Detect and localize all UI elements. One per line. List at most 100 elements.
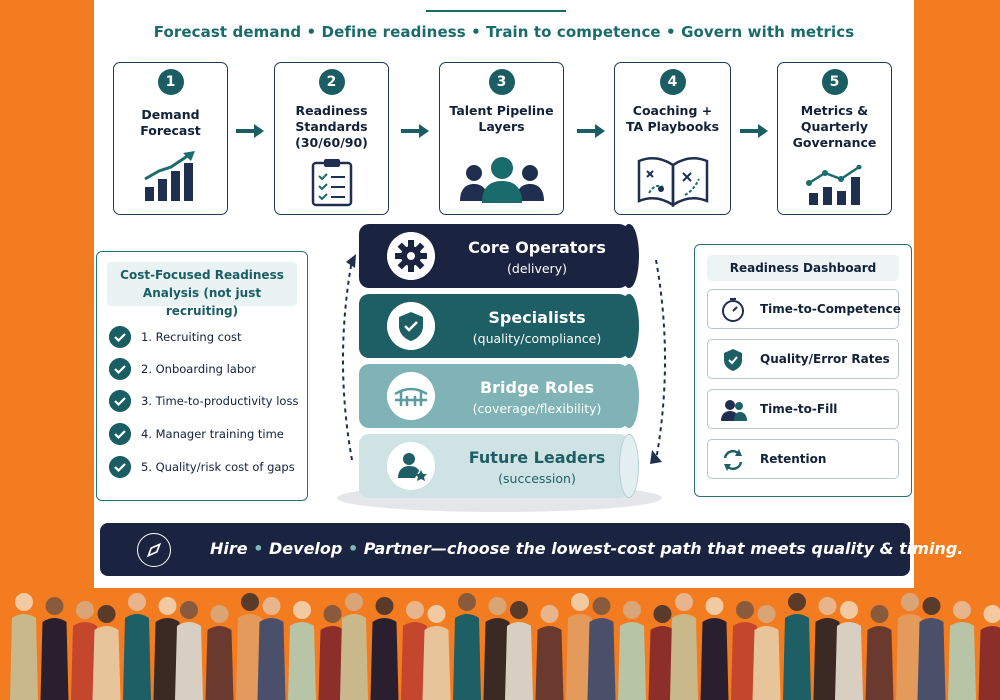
dashboard-card: Time-to-Competence bbox=[707, 289, 901, 329]
crowd-body bbox=[670, 614, 698, 700]
tier-title: Future Leaders bbox=[468, 448, 606, 467]
crowd-person bbox=[752, 605, 781, 700]
crowd-head bbox=[345, 593, 363, 611]
arrow-right-icon bbox=[401, 124, 429, 138]
cycle-arrow-left-icon bbox=[342, 254, 356, 461]
step-label: Metrics & Quarterly Governance bbox=[778, 103, 891, 151]
crowd-person bbox=[865, 605, 894, 700]
tagline-separator: • bbox=[666, 23, 676, 41]
tagline-part: Forecast demand bbox=[153, 23, 302, 41]
crowd-person bbox=[566, 593, 594, 700]
crowd-head bbox=[97, 605, 116, 623]
tagline-part: Define readiness bbox=[321, 23, 466, 41]
step-label-line: (30/60/90) bbox=[295, 135, 368, 150]
dashboard-title: Readiness Dashboard bbox=[707, 255, 899, 281]
tagline-separator: • bbox=[306, 23, 317, 41]
crowd-person bbox=[123, 593, 151, 700]
people-icon bbox=[721, 400, 747, 421]
crowd-body bbox=[648, 626, 677, 700]
crowd-body bbox=[257, 618, 286, 700]
bottom-banner: Hire • Develop • Partner—choose the lowe… bbox=[100, 523, 963, 576]
shield-check-icon bbox=[387, 302, 435, 350]
tagline-part: Train to competence bbox=[486, 23, 661, 41]
step-label-line: TA Playbooks bbox=[625, 119, 720, 134]
step-number: 4 bbox=[659, 69, 686, 95]
step-readiness-standards: 2 Readiness Standards (30/60/90) bbox=[274, 62, 389, 215]
crowd-body bbox=[896, 614, 924, 700]
cost-analysis-box: Cost-Focused Readiness Analysis (not jus… bbox=[96, 251, 308, 501]
dashboard-card: Time-to-Fill bbox=[707, 389, 899, 429]
step-number: 3 bbox=[488, 69, 515, 95]
step-number: 2 bbox=[318, 69, 345, 95]
crowd-person bbox=[813, 597, 842, 700]
crowd-head bbox=[983, 605, 1000, 623]
title-line: Analysis (not just recruiting) bbox=[142, 286, 262, 318]
arrow-right-icon bbox=[740, 124, 768, 138]
tagline-part: Govern with metrics bbox=[681, 23, 855, 41]
crowd-person bbox=[731, 601, 759, 700]
crowd-body bbox=[813, 618, 842, 700]
metrics-chart-icon bbox=[805, 165, 861, 205]
crowd-head bbox=[922, 597, 941, 615]
playbook-icon bbox=[637, 157, 708, 207]
step-coaching-playbooks: 4 Coaching + TA Playbooks bbox=[614, 62, 731, 215]
infographic-panel: Forecast demand • Define readiness • Tra… bbox=[94, 0, 963, 588]
tagline-separator: • bbox=[471, 23, 481, 41]
crowd-person bbox=[10, 593, 38, 700]
crowd-head bbox=[293, 601, 311, 619]
step-label: Coaching + TA Playbooks bbox=[615, 103, 730, 135]
step-label-line: Metrics & bbox=[800, 103, 869, 118]
crowd-head bbox=[788, 593, 806, 611]
crowd-person bbox=[318, 605, 347, 700]
crowd-head bbox=[406, 601, 424, 619]
crowd-head bbox=[675, 593, 693, 611]
crowd-head bbox=[45, 597, 64, 615]
crowd-head bbox=[158, 597, 177, 615]
shield-check-icon bbox=[724, 349, 742, 371]
crowd-body bbox=[618, 622, 646, 700]
crowd-body bbox=[340, 614, 368, 700]
dashboard-card: Retention bbox=[707, 439, 899, 479]
crowd-body bbox=[566, 614, 594, 700]
crowd-head bbox=[592, 597, 611, 615]
crowd-person bbox=[535, 605, 564, 700]
tier-cap bbox=[619, 224, 639, 288]
crowd-body bbox=[783, 614, 811, 700]
crowd-head bbox=[653, 605, 672, 623]
crowd-body bbox=[978, 626, 1000, 700]
crowd-person bbox=[236, 593, 264, 700]
dashboard-card-label: Time-to-Fill bbox=[760, 402, 838, 416]
stopwatch-icon bbox=[722, 298, 744, 322]
dashboard-card: Quality/Error Rates bbox=[707, 339, 899, 379]
crowd-person bbox=[483, 597, 512, 700]
step-label-line: Layers bbox=[478, 119, 525, 134]
list-item-text: 4. Manager training time bbox=[141, 427, 284, 441]
step-demand-forecast: 1 Demand Forecast bbox=[113, 62, 228, 215]
list-item-text: 1. Recruiting cost bbox=[141, 330, 242, 344]
crowd-body bbox=[752, 626, 781, 700]
step-label-line: Coaching + bbox=[632, 103, 713, 118]
crowd-head bbox=[427, 605, 446, 623]
crowd-body bbox=[40, 618, 69, 700]
tagline: Forecast demand • Define readiness • Tra… bbox=[94, 23, 914, 41]
crowd-head bbox=[901, 593, 919, 611]
crowd-body bbox=[370, 618, 399, 700]
crowd-body bbox=[505, 622, 533, 700]
crowd-head bbox=[571, 593, 589, 611]
crowd-head bbox=[840, 601, 858, 619]
tier-cap bbox=[619, 434, 639, 498]
crowd-person bbox=[370, 597, 399, 700]
crowd-body bbox=[401, 622, 429, 700]
readiness-dashboard: Readiness Dashboard Time-to-Competence Q… bbox=[694, 244, 912, 497]
crowd-head bbox=[458, 593, 476, 611]
step-label-line: Governance bbox=[792, 135, 877, 150]
crowd-person bbox=[153, 597, 182, 700]
bar-chart-growth-icon bbox=[143, 151, 195, 201]
crowd-head bbox=[323, 605, 342, 623]
crowd-person bbox=[288, 601, 316, 700]
crowd-body bbox=[92, 626, 121, 700]
step-label: Talent Pipeline Layers bbox=[440, 103, 563, 135]
check-circle-icon bbox=[109, 358, 131, 380]
banner-part: Develop bbox=[269, 539, 343, 558]
crowd-person bbox=[978, 605, 1000, 700]
